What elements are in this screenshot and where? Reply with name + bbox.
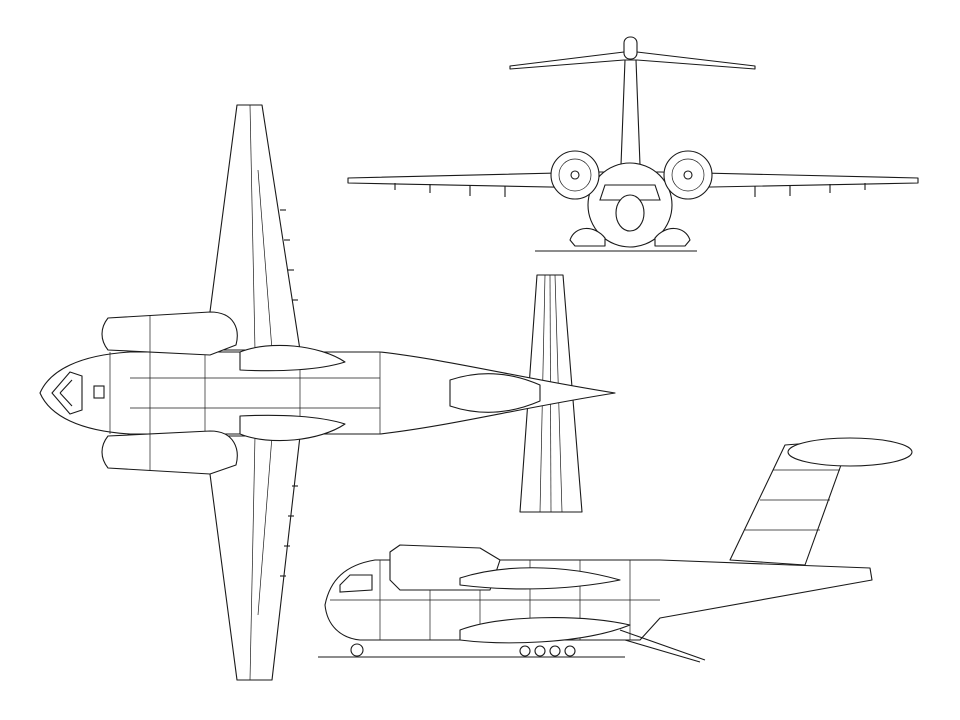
cockpit-windows xyxy=(51,371,83,415)
flap-tracks xyxy=(280,209,298,577)
wing-panel-lines xyxy=(249,104,273,681)
tail-top-fairing xyxy=(787,437,913,467)
fuselage-top xyxy=(39,351,616,435)
top-view xyxy=(39,104,616,681)
engine-nacelles xyxy=(101,311,238,475)
landing-gear xyxy=(350,643,576,657)
engines-front xyxy=(550,150,713,200)
vertical-fin-front xyxy=(620,59,641,166)
front-view xyxy=(347,36,919,252)
cockpit-windows-side xyxy=(339,574,373,593)
side-view xyxy=(318,437,913,663)
